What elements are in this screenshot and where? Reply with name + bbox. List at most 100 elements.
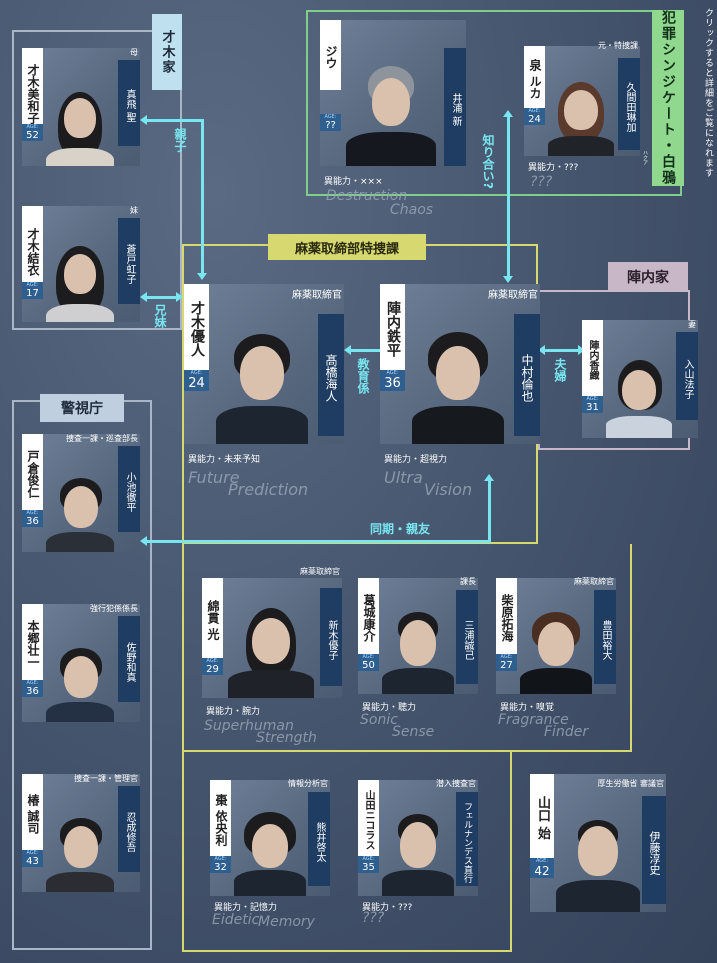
age-value: 52 — [26, 130, 39, 141]
age-label: AGE: — [26, 124, 39, 130]
age-label: AGE: — [528, 108, 541, 114]
portrait-image — [210, 308, 314, 444]
role-label: 情報分析官 — [288, 779, 328, 788]
age-label: AGE: — [26, 680, 39, 686]
ability-english-1: Superhuman — [204, 718, 294, 734]
role-label: 麻薬取締官 — [300, 567, 340, 576]
ability-english-1: ??? — [530, 174, 553, 190]
character-card-natsume[interactable]: 棗 依央利 AGE:32 情報分析官 熊井啓太 異能力・記憶力 Eidetic … — [210, 779, 330, 930]
character-card-kaori[interactable]: 陣内香織 AGE:31 妻 入山法子 — [582, 320, 698, 438]
age-label: AGE: — [362, 856, 375, 862]
age-badge: AGE:43 — [22, 850, 43, 867]
character-card-yuto[interactable]: 才木優人 AGE:24 麻薬取締官 髙橋海人 異能力・未来予知 Future P… — [184, 284, 344, 499]
character-card-tsubaki[interactable]: 椿 誠司 AGE:43 捜査一課・管理官 忍成修吾 — [22, 774, 140, 892]
character-card-shibahara[interactable]: 柴原拓海 AGE:27 麻薬取締官 豊田裕大 異能力・嗅覚 Fragrance … — [496, 577, 616, 740]
portrait-image — [516, 598, 594, 694]
age-value: 36 — [384, 376, 401, 391]
group-label-jinnai: 陣内家 — [608, 262, 688, 292]
ability-label: 異能力・未来予知 — [188, 455, 261, 465]
relation-label-kyoudai: 兄妹 — [153, 304, 167, 328]
age-label: AGE: — [26, 282, 39, 288]
arrow-fuufu-right — [578, 345, 585, 355]
group-label-saiki: 才木家 — [152, 14, 182, 90]
arrow-shiriai-up — [503, 110, 513, 117]
character-name: 才木美和子 — [22, 48, 43, 136]
character-card-miwako[interactable]: 才木美和子 AGE:52 母 真飛 聖 — [22, 48, 140, 166]
role-label: 捜査一課・巡査部長 — [66, 434, 138, 443]
group-label-crime: 犯罪シンジケート・白鴉 — [652, 10, 684, 186]
character-name: 葛城康介 — [358, 578, 379, 654]
ability-label: 異能力・記憶力 — [214, 903, 278, 913]
character-name: 泉 ルカ — [524, 46, 545, 108]
character-card-watanuki[interactable]: 綿貫 光 AGE:29 麻薬取締官 新木優子 異能力・腕力 Superhuman… — [202, 567, 342, 746]
portrait-image — [378, 800, 456, 896]
portrait-image — [42, 626, 118, 722]
character-name: 本郷壮一 — [22, 604, 43, 680]
character-card-jiu[interactable]: ジウ AGE:?? 井浦 新 異能力・××× Destruction Chaos — [320, 20, 466, 218]
character-card-yamaguchi[interactable]: 山口 始 AGE:42 厚生労働省 審議官 伊藤淳史 — [530, 774, 666, 912]
actor-name: 三浦誠己 — [456, 590, 478, 684]
age-value: 36 — [26, 516, 39, 527]
group-frame-mayaku-lower — [182, 544, 632, 752]
ability-english-2: Sense — [392, 724, 435, 740]
age-value: 42 — [534, 864, 550, 878]
arrow-fuufu-left — [538, 345, 545, 355]
portrait-image — [552, 798, 642, 912]
actor-name: 新木優子 — [320, 588, 342, 686]
ability-english-1: Fragrance — [498, 712, 569, 728]
character-name: 棗 依央利 — [210, 780, 231, 856]
portrait-image — [230, 800, 308, 896]
character-name: ジウ — [320, 20, 341, 90]
click-note: クリックすると詳細をご覧になれます — [703, 8, 713, 178]
character-card-tokura[interactable]: 戸倉俊仁 AGE:36 捜査一課・巡査部長 小池徹平 — [22, 434, 140, 552]
portrait-image — [42, 70, 118, 166]
actor-name: 髙橋海人 — [318, 314, 344, 436]
character-card-kazuraki[interactable]: 葛城康介 AGE:50 課長 三浦誠己 異能力・聴力 Sonic Sense — [358, 577, 478, 740]
ability-english-2: Prediction — [228, 480, 309, 499]
role-label: 強行犯係係長 — [90, 604, 138, 613]
age-label: AGE: — [386, 370, 399, 376]
age-label: AGE: — [535, 858, 549, 864]
role-label: 課長 — [460, 577, 476, 586]
relation-label-fuufu: 夫婦 — [553, 358, 567, 382]
age-badge: AGE:27 — [496, 654, 517, 671]
portrait-image — [224, 598, 318, 698]
actor-name: フェルナンデス直行 — [456, 792, 478, 886]
age-badge: AGE:29 — [202, 658, 223, 675]
connector-oyako-v — [201, 119, 204, 274]
character-name: 陣内鉄平 — [380, 284, 405, 370]
ability-label: 異能力・××× — [324, 177, 383, 187]
actor-name: 伊藤淳史 — [642, 796, 666, 904]
group-frame-mayaku-bottom — [182, 752, 512, 952]
portrait-image — [340, 40, 440, 166]
character-card-izumi[interactable]: 泉 ルカ AGE:24 元・特捜課 久間田琳加 異能力・??? ??? — [524, 41, 640, 190]
actor-name: 佐野和真 — [118, 616, 140, 702]
portrait-image — [42, 226, 118, 322]
ability-english-2: Finder — [544, 724, 589, 740]
portrait-image — [378, 598, 456, 694]
role-label: 妻 — [688, 320, 696, 329]
age-value: 50 — [362, 660, 375, 671]
role-label: 潜入捜査官 — [436, 779, 476, 788]
age-value: 35 — [362, 862, 375, 873]
relation-label-douki: 同期・親友 — [370, 522, 431, 536]
age-badge: AGE:50 — [358, 654, 379, 671]
character-card-yamada[interactable]: 山田ニコラス AGE:35 潜入捜査官 フェルナンデス直行 異能力・??? ??… — [358, 779, 478, 926]
character-card-teppei[interactable]: 陣内鉄平 AGE:36 麻薬取締官 中村倫也 異能力・超視力 Ultra Vis… — [380, 284, 540, 499]
group-label-crime-ruby: ハクア — [642, 150, 648, 165]
age-badge: AGE:36 — [380, 370, 405, 391]
actor-name: 熊井啓太 — [308, 792, 330, 886]
character-name: 陣内香織 — [582, 320, 603, 396]
role-label: 麻薬取締官 — [488, 290, 538, 301]
character-card-hongo[interactable]: 本郷壮一 AGE:36 強行犯係係長 佐野和真 — [22, 604, 140, 722]
role-label: 厚生労働省 審議官 — [597, 779, 664, 788]
actor-name: 井浦 新 — [444, 48, 466, 166]
age-badge: AGE:32 — [210, 856, 231, 873]
ability-english-1: Future — [188, 468, 240, 487]
age-label: AGE: — [190, 370, 203, 376]
age-value: 31 — [586, 402, 599, 413]
character-card-yui[interactable]: 才木結衣 AGE:17 妹 蒼戸虹子 — [22, 206, 140, 322]
actor-name: 忍成修吾 — [118, 786, 140, 872]
age-label: AGE: — [214, 856, 227, 862]
relation-label-oyako: 親子 — [173, 128, 187, 152]
